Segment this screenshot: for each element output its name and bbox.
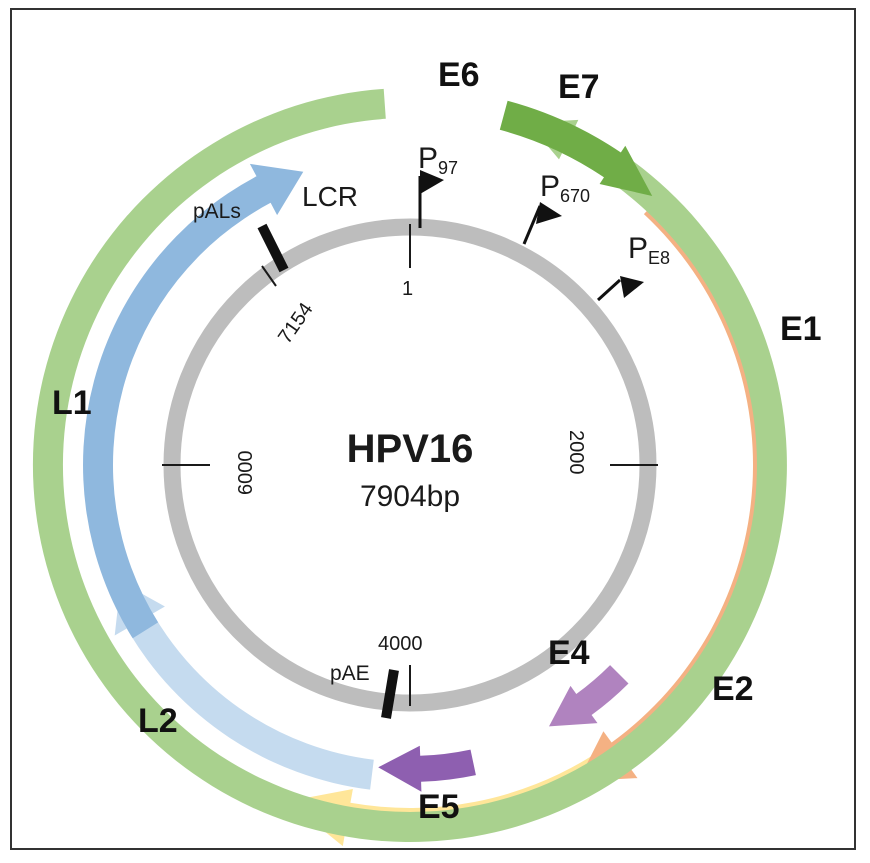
gene-label-L1: L1 (52, 384, 92, 422)
poly-a-early-marker (381, 669, 399, 719)
promoter-pe8-stem (596, 278, 622, 302)
promoter-p97-flag-icon (420, 170, 444, 194)
tick-mark-7154 (261, 265, 277, 287)
promoter-p670-subscript: 670 (560, 186, 590, 206)
poly-a-late-marker (257, 223, 289, 273)
poly-a-early-label: pAE (330, 662, 370, 685)
gene-label-E1: E1 (780, 310, 822, 348)
genome-title: HPV16 (347, 427, 474, 471)
promoter-p670-flag-icon (536, 202, 562, 224)
promoter-p670: P670 (522, 170, 590, 245)
svg-text:P670: P670 (540, 170, 590, 206)
gene-label-L2: L2 (138, 702, 178, 740)
gene-label-E5: E5 (418, 788, 460, 826)
promoter-p97: P97 (418, 142, 458, 228)
gene-label-E7: E7 (558, 68, 600, 106)
svg-text:P97: P97 (418, 142, 458, 178)
figure-frame (10, 8, 856, 850)
poly-a-late-label: pALs (193, 200, 241, 223)
tick-label-2000: 2000 (565, 430, 587, 475)
promoter-p97-label: P (418, 142, 438, 175)
tick-label-6000: 6000 (235, 451, 257, 496)
svg-text:PE8: PE8 (628, 232, 670, 268)
tick-label-1: 1 (402, 278, 413, 300)
tick-label-4000: 4000 (378, 633, 423, 655)
promoter-pe8-subscript: E8 (648, 248, 670, 268)
gene-label-E4: E4 (548, 634, 590, 672)
lcr-label: LCR (302, 181, 358, 212)
tick-label-7154: 7154 (274, 299, 318, 348)
gene-label-E2: E2 (712, 670, 754, 708)
gene-label-E6: E6 (438, 56, 480, 94)
promoter-pe8-flag-icon (620, 276, 644, 298)
genome-size: 7904bp (360, 480, 460, 513)
promoter-p670-label: P (540, 170, 560, 203)
gene-arc-E5 (378, 745, 476, 792)
promoter-p670-stem (522, 205, 542, 245)
promoter-p97-subscript: 97 (438, 158, 458, 178)
gene-arc-E4 (549, 665, 629, 727)
gene-arc-E7 (499, 100, 653, 196)
gene-arc-L1 (83, 163, 304, 639)
promoter-pe8-label: P (628, 232, 648, 265)
promoter-pe8: PE8 (596, 232, 670, 302)
